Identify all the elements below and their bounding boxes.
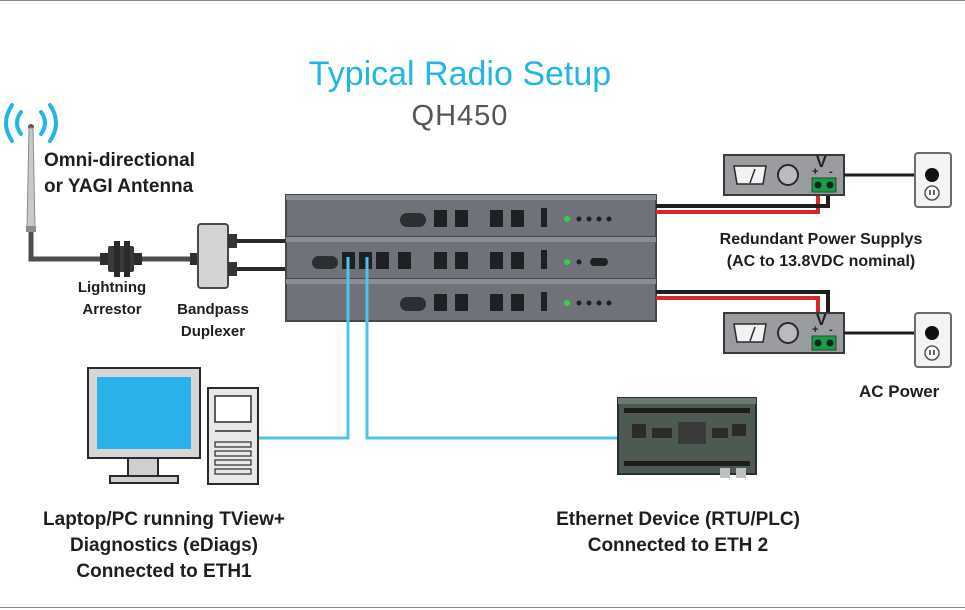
antenna-label-line2: or YAGI Antenna [44,174,195,200]
ethernet-device-label-line2: Connected to ETH 2 [528,533,828,559]
pc-icon [88,368,258,484]
pc-label-line3: Connected to ETH1 [0,559,328,585]
duplexer-label-line1: Bandpass [168,299,258,321]
terminal-plus-lower: + [812,324,818,336]
ac-power-label: AC Power [859,379,939,405]
terminal-plus-upper: + [812,166,818,178]
arrestor-label-line2: Arrestor [62,299,162,321]
terminal-minus-upper: - [829,166,833,178]
ethernet-device-icon [618,398,756,478]
diagram-title: Typical Radio Setup [0,55,920,94]
power-supplies-label-line1: Redundant Power Supplys [676,229,965,251]
antenna-coax [31,232,102,259]
pc-label: Laptop/PC running TView+ Diagnostics (eD… [0,507,328,585]
bandpass-duplexer-icon [190,224,237,288]
pc-label-line2: Diagnostics (eDiags) [0,533,328,559]
terminal-minus-lower: - [829,324,833,336]
power-supplies-label: Redundant Power Supplys (AC to 13.8VDC n… [676,229,965,273]
ac-outlet-lower-icon [915,313,951,367]
duplexer-label: Bandpass Duplexer [168,299,258,343]
qh450-radio-rack [286,195,656,321]
power-supplies-label-line2: (AC to 13.8VDC nominal) [676,251,965,273]
antenna-label-line1: Omni-directional [44,148,195,174]
diagram-subtitle: QH450 [0,100,920,133]
lightning-arrestor-icon [100,241,142,277]
ac-outlet-upper-icon [915,153,951,207]
duplexer-label-line2: Duplexer [168,321,258,343]
pc-label-line1: Laptop/PC running TView+ [0,507,328,533]
arrestor-label: Lightning Arrestor [62,277,162,321]
antenna-label: Omni-directional or YAGI Antenna [44,148,195,200]
ethernet-device-label: Ethernet Device (RTU/PLC) Connected to E… [528,507,828,559]
ethernet-device-label-line1: Ethernet Device (RTU/PLC) [528,507,828,533]
arrestor-label-line1: Lightning [62,277,162,299]
